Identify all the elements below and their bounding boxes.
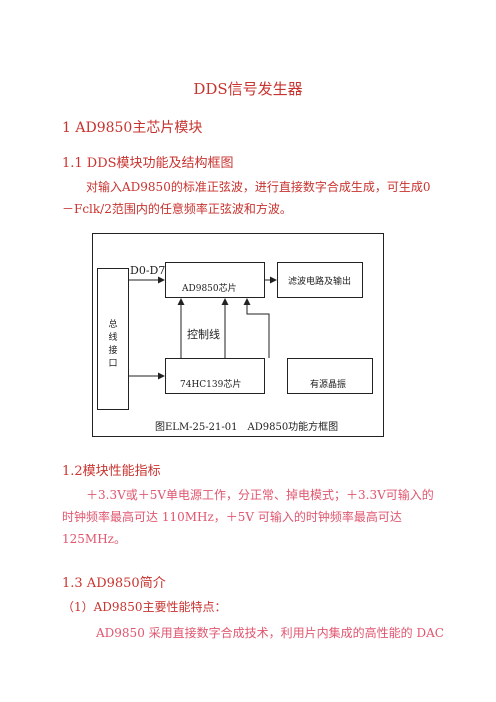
- ad9850-label: AD9850芯片: [182, 284, 237, 294]
- paragraph-ad9850-intro: AD9850 采用直接数字合成技术，利用片内集成的高性能的 DAC: [96, 626, 444, 640]
- hc139-block: 74HC139芯片: [165, 358, 265, 394]
- bus-interface-label: 总线接口: [108, 320, 118, 369]
- ad9850-block: AD9850芯片: [165, 262, 265, 298]
- data-bus-label: D0-D7: [130, 264, 166, 277]
- section-heading-1-3: 1.3 AD9850简介: [62, 576, 166, 591]
- paragraph-performance: ＋3.3V或＋5V单电源工作，分正常、掉电模式；＋3.3V可输入的时钟频率最高可…: [62, 488, 434, 546]
- hc139-label: 74HC139芯片: [180, 380, 242, 390]
- crystal-block: 有源晶振: [287, 358, 373, 394]
- bus-interface-block: 总线接口: [97, 268, 129, 410]
- filter-output-block: 滤波电路及输出: [277, 262, 363, 298]
- filter-output-label: 滤波电路及输出: [288, 277, 352, 287]
- diagram-caption: 图ELM-25-21-01 AD9850功能方框图: [155, 422, 339, 433]
- page-title: DDS信号发生器: [193, 80, 303, 98]
- subsection-features: （1）AD9850主要性能特点：: [62, 600, 227, 614]
- section-heading-1-1: 1.1 DDS模块功能及结构框图: [62, 156, 234, 171]
- paragraph-intro: 对输入AD9850的标准正弦波，进行直接数字合成生成，可生成0－Fclk/2范围…: [62, 180, 431, 216]
- crystal-label: 有源晶振: [310, 380, 347, 390]
- section-heading-1-2: 1.2模块性能指标: [62, 464, 161, 479]
- section-heading-1: 1 AD9850主芯片模块: [62, 120, 203, 136]
- control-line-label: 控制线: [187, 328, 220, 341]
- diagram-connectors: [129, 276, 277, 380]
- block-diagram: 总线接口 AD9850芯片 滤波电路及输出 74HC139芯片 有源晶振 D0-…: [92, 233, 384, 437]
